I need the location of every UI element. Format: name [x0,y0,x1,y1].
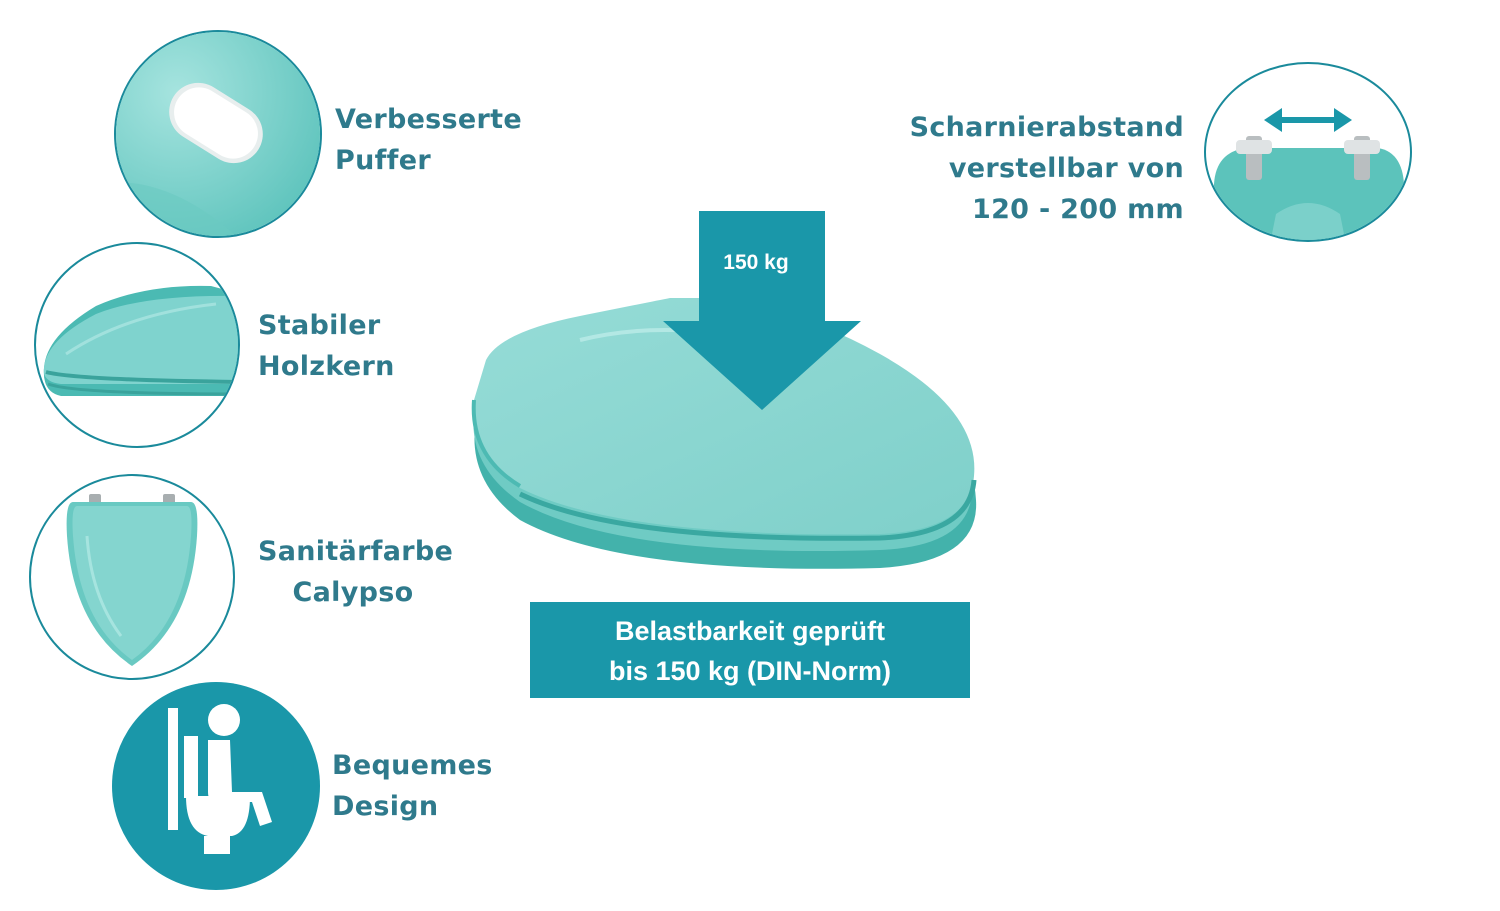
arrow-weight-label: 150 kg [723,251,789,274]
load-arrow-icon [663,211,861,410]
hinge-circle [1204,62,1412,242]
feature-label-design: Bequemes Design [332,750,493,822]
toilet-seat-image [471,298,977,569]
seat-top-icon [66,494,198,666]
comfort-design-badge [112,682,320,890]
buffer-circle [114,30,322,238]
sitting-person-icon [168,704,272,854]
seat-side-circle [34,242,240,448]
feature-label-holzkern: Stabiler Holzkern [258,310,395,382]
load-capacity-box: Belastbarkeit geprüft bis 150 kg (DIN-No… [530,602,970,698]
load-capacity-line1: Belastbarkeit geprüft [614,616,886,646]
seat-top-circle [29,474,235,680]
buffer-icon [116,32,320,236]
feature-label-hinge: Scharnierabstand verstellbar von 120 - 2… [909,112,1184,225]
feature-label-farbe: Sanitärfarbe Calypso [258,536,454,608]
hinge-distance-icon [1214,108,1404,240]
load-capacity-line2: bis 150 kg (DIN-Norm) [608,656,892,686]
seat-side-icon [43,285,238,396]
feature-label-puffer: Verbesserte Puffer [335,104,522,176]
